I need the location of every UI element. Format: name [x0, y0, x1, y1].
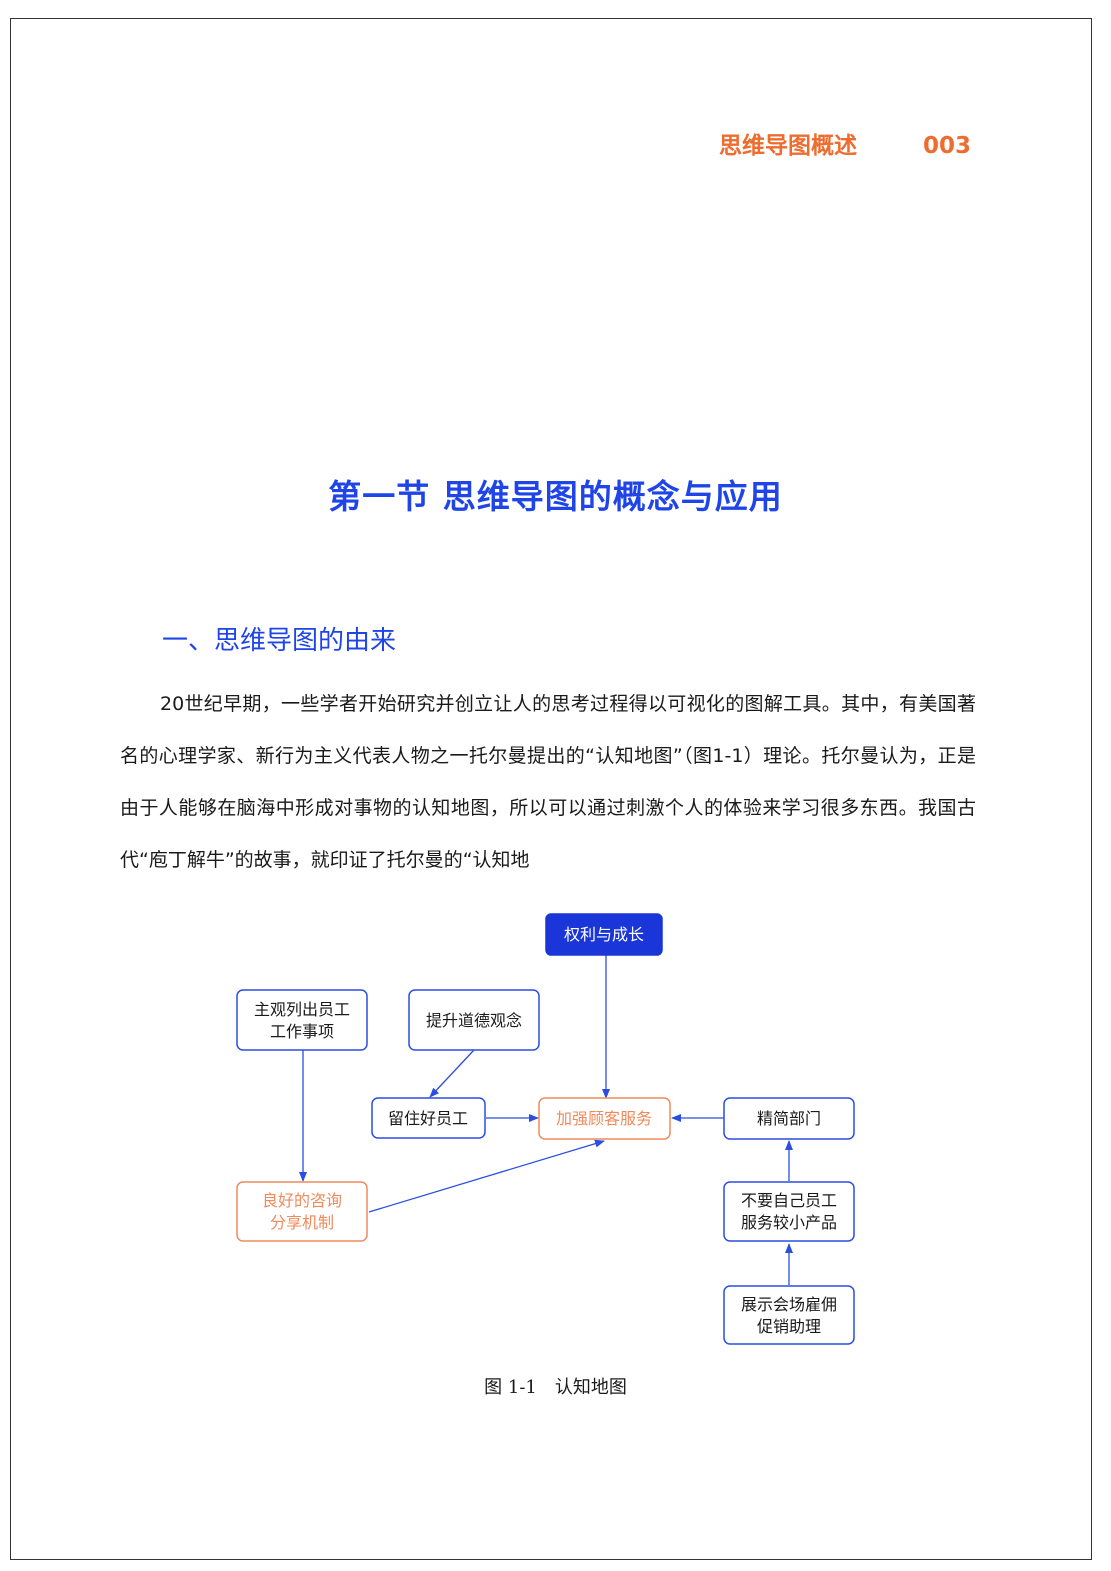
node-service: 加强顾客服务 — [538, 1097, 671, 1140]
node-rights-growth: 权利与成长 — [545, 913, 663, 956]
node-no-self-line1: 不要自己员工 — [741, 1191, 837, 1210]
node-exhibit: 展示会场雇佣 促销助理 — [723, 1285, 855, 1345]
node-list-work: 主观列出员工 工作事项 — [236, 989, 368, 1051]
body-paragraph: 20世纪早期，一些学者开始研究并创立让人的思考过程得以可视化的图解工具。其中，有… — [120, 693, 976, 871]
section-title: 第一节 思维导图的概念与应用 — [328, 477, 783, 516]
node-no-self-line2: 服务较小产品 — [741, 1213, 837, 1232]
running-title: 思维导图概述 — [718, 133, 857, 159]
node-consult-line1: 良好的咨询 — [262, 1191, 342, 1210]
node-no-self: 不要自己员工 服务较小产品 — [723, 1181, 855, 1242]
node-retain-label: 留住好员工 — [388, 1109, 468, 1128]
node-list-work-line1: 主观列出员工 — [254, 1000, 350, 1019]
node-moral-label: 提升道德观念 — [426, 1011, 522, 1030]
node-exhibit-line1: 展示会场雇佣 — [741, 1295, 837, 1314]
page-number: 003 — [922, 133, 971, 159]
subsection-title: 一、思维导图的由来 — [162, 626, 397, 656]
body-text: 20世纪早期，一些学者开始研究并创立让人的思考过程得以可视化的图解工具。其中，有… — [120, 678, 976, 886]
node-rights-growth-label: 权利与成长 — [564, 925, 644, 944]
running-header: 思维导图概述 003 — [719, 126, 971, 160]
figure-caption: 图 1-1 认知地图 — [484, 1377, 627, 1398]
node-streamline-label: 精简部门 — [757, 1109, 821, 1128]
node-streamline: 精简部门 — [723, 1097, 855, 1140]
node-exhibit-line2: 促销助理 — [757, 1317, 821, 1336]
node-service-label: 加强顾客服务 — [556, 1109, 652, 1128]
edge-consult-to-service — [368, 1139, 605, 1213]
node-consult: 良好的咨询 分享机制 — [236, 1181, 368, 1242]
node-retain: 留住好员工 — [371, 1097, 486, 1139]
page-border — [10, 18, 1092, 1560]
node-list-work-line2: 工作事项 — [270, 1022, 334, 1041]
edge-moral-to-retain — [429, 1049, 475, 1098]
node-moral: 提升道德观念 — [408, 989, 540, 1051]
node-consult-line2: 分享机制 — [270, 1213, 334, 1232]
